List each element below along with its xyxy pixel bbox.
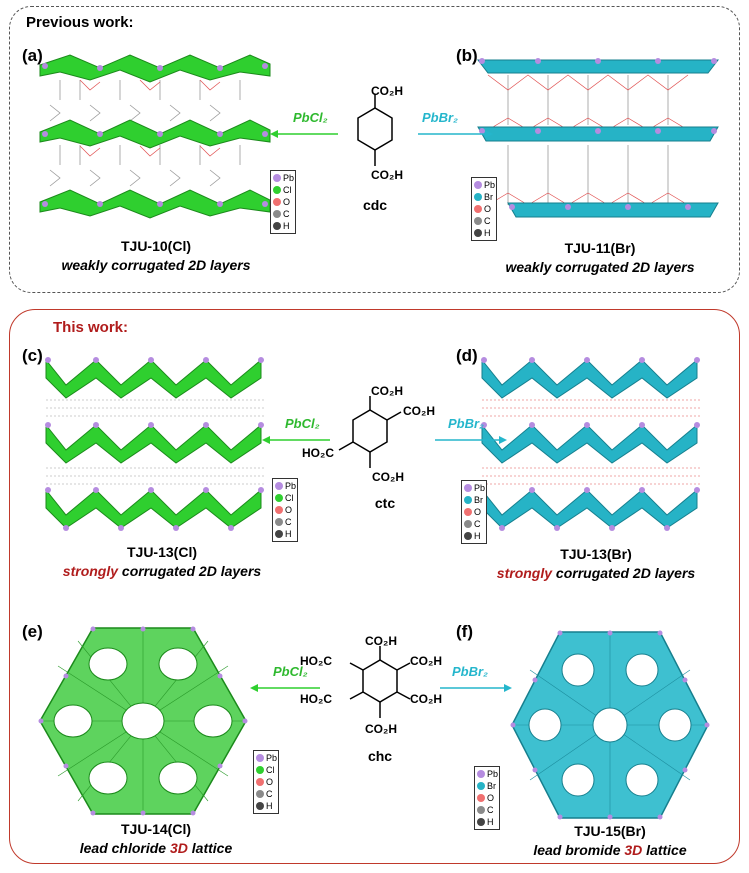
reagent-label-c: PbCl₂	[285, 416, 320, 431]
ctc-bottom-group: CO₂H	[372, 470, 404, 484]
structure-tju-14-cl	[38, 626, 248, 816]
caption-desc-d: strongly corrugated 2D layers	[446, 565, 746, 581]
arrow-to-tju-10	[270, 128, 340, 140]
ligand-cdc-name: cdc	[345, 197, 405, 213]
caption-desc-e: lead chloride 3D lattice	[6, 840, 306, 856]
legend-f: Pb Br O C H	[474, 766, 500, 830]
caption-desc-b: weakly corrugated 2D layers	[450, 259, 749, 275]
chc-bottom-group: CO₂H	[365, 722, 397, 736]
legend-b: Pb Br O C H	[471, 177, 497, 241]
caption-name-b: TJU-11(Br)	[450, 240, 749, 256]
ctc-right-group: CO₂H	[403, 404, 435, 418]
previous-work-title: Previous work:	[26, 14, 134, 31]
panel-label-c: (c)	[22, 346, 43, 366]
caption-highlight-e: 3D	[170, 840, 188, 856]
legend-a: Pb Cl O C H	[270, 170, 296, 234]
arrow-to-tju-11	[418, 128, 493, 140]
legend-e: Pb Cl O C H	[253, 750, 279, 814]
arrow-to-tju-14	[250, 682, 322, 694]
caption-post-e: lattice	[188, 840, 232, 856]
caption-name-d: TJU-13(Br)	[446, 546, 746, 562]
reagent-label-b: PbBr₂	[422, 110, 458, 125]
cdc-top-group: CO₂H	[371, 84, 403, 98]
caption-rest-d: corrugated 2D layers	[552, 565, 695, 581]
caption-name-e: TJU-14(Cl)	[6, 821, 306, 837]
caption-rest-c: corrugated 2D layers	[118, 563, 261, 579]
structure-tju-11-br	[478, 55, 718, 235]
structure-tju-13-cl	[46, 350, 266, 540]
chc-upper-right-group: CO₂H	[410, 654, 442, 668]
caption-desc-f: lead bromide 3D lattice	[460, 842, 749, 858]
reagent-label-d: PbBr₂	[448, 416, 484, 431]
arrow-to-tju-13-br	[435, 434, 507, 446]
caption-name-f: TJU-15(Br)	[460, 823, 749, 839]
structure-tju-15-br	[510, 630, 710, 820]
ligand-ctc-name: ctc	[355, 495, 415, 511]
structure-tju-10-cl	[40, 50, 270, 230]
panel-label-b: (b)	[456, 46, 478, 66]
caption-highlight-f: 3D	[624, 842, 642, 858]
panel-label-d: (d)	[456, 346, 478, 366]
caption-name-c: TJU-13(Cl)	[12, 544, 312, 560]
caption-pre-f: lead bromide	[533, 842, 624, 858]
caption-highlight-d: strongly	[497, 565, 552, 581]
arrow-to-tju-15	[440, 682, 512, 694]
arrow-to-tju-13-cl	[262, 434, 332, 446]
reagent-label-a: PbCl₂	[293, 110, 328, 125]
structure-tju-13-br	[482, 350, 702, 540]
caption-name-a: TJU-10(Cl)	[6, 238, 306, 254]
cdc-bottom-group: CO₂H	[371, 168, 403, 182]
caption-highlight-c: strongly	[63, 563, 118, 579]
reagent-label-e: PbCl₂	[273, 664, 308, 679]
legend-d: Pb Br O C H	[461, 480, 487, 544]
caption-desc-a: weakly corrugated 2D layers	[6, 257, 306, 273]
this-work-title: This work:	[53, 319, 128, 336]
chc-lower-right-group: CO₂H	[410, 692, 442, 706]
chc-lower-left-group: HO₂C	[300, 692, 332, 706]
caption-desc-c: strongly corrugated 2D layers	[12, 563, 312, 579]
reagent-label-f: PbBr₂	[452, 664, 488, 679]
ctc-left-group: HO₂C	[302, 446, 334, 460]
chc-top-group: CO₂H	[365, 634, 397, 648]
ligand-chc-name: chc	[350, 748, 410, 764]
caption-post-f: lattice	[642, 842, 686, 858]
caption-pre-e: lead chloride	[80, 840, 170, 856]
ctc-top-group: CO₂H	[371, 384, 403, 398]
panel-label-f: (f)	[456, 622, 473, 642]
legend-c: Pb Cl O C H	[272, 478, 298, 542]
